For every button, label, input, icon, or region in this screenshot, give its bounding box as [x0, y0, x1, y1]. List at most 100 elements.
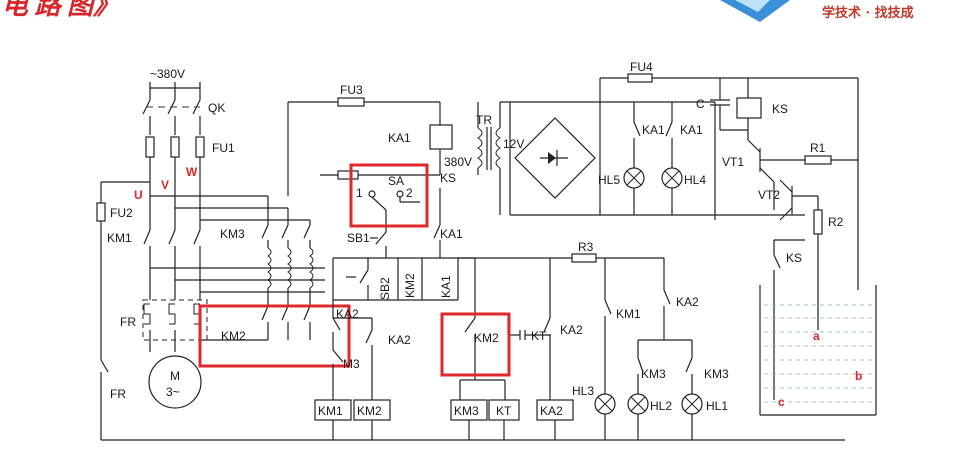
ka1-contact-upper-label: KA1 [440, 227, 463, 241]
ka1-contact-label: KA1 [439, 275, 453, 298]
sa-label: SA [388, 174, 404, 188]
brand-logo-shape [720, 0, 790, 22]
sb1-button [333, 231, 475, 259]
resistor-r1 [804, 155, 858, 165]
sb1-label: SB1 [347, 231, 370, 245]
vt2-label: VT2 [758, 188, 780, 202]
coil-km2 [353, 399, 391, 440]
lamp-hl2-label: HL2 [650, 399, 672, 413]
km2-contact-label: KM2 [403, 273, 417, 298]
km2-nc-label: KM2 [474, 331, 499, 345]
phase-v-label: V [161, 178, 169, 192]
diagram-title: 电 路 图》 [2, 0, 119, 20]
fu2-fuse [96, 181, 150, 360]
tr-secondary-label: 12V [503, 137, 524, 151]
ka1-contact-upper [433, 188, 441, 258]
km3-a-label: KM3 [641, 367, 666, 381]
coil-km1-label: KM1 [318, 404, 343, 418]
km3-main-contacts [261, 224, 314, 306]
vt1-label: VT1 [722, 155, 744, 169]
ka1-coil [429, 124, 453, 150]
qk-label: QK [208, 101, 225, 115]
km1-contact-label: KM1 [616, 307, 641, 321]
branch-wires [150, 195, 325, 293]
sb2-label: SB2 [378, 277, 392, 300]
ka2-nc-left-label: KA2 [336, 307, 359, 321]
ka2-b-label: KA2 [560, 323, 583, 337]
km3-b-label: KM3 [704, 367, 729, 381]
fu1-label: FU1 [212, 141, 235, 155]
highlight-km2-main [198, 304, 351, 368]
km3-contact-label: M3 [343, 357, 360, 371]
coil-km2-label: KM2 [357, 404, 382, 418]
start-parallel-block [332, 258, 459, 318]
fr-label: FR [120, 315, 136, 329]
lamp-hl1-label: HL1 [706, 399, 728, 413]
km3-label: KM3 [220, 227, 245, 241]
ka1-coil-label: KA1 [388, 131, 411, 145]
fr-overload [142, 299, 208, 352]
transistor-vt1 [747, 139, 805, 210]
highlight-km2-nc [440, 312, 511, 377]
lamp-hl4-label: HL4 [684, 173, 706, 187]
transistor-vt2 [779, 179, 819, 221]
fu1-fuses [145, 136, 205, 230]
coil-km3-label: KM3 [454, 404, 479, 418]
kt-contact-label: KT [531, 329, 547, 343]
highlight-sa [349, 163, 429, 228]
sa-pos2-label: 2 [406, 186, 413, 200]
phase-w-label: W [186, 165, 198, 179]
transformer-tr [477, 101, 600, 215]
coil-kt [488, 399, 520, 440]
km3-kt-branch [458, 257, 551, 400]
phase-u-label: U [134, 188, 143, 202]
fu2-label: FU2 [110, 206, 133, 220]
km2-main-contacts [200, 305, 311, 341]
km1-km2-branch [332, 317, 373, 400]
lamp-hl3 [594, 393, 616, 415]
ks-probe-contact [773, 239, 805, 400]
tr-primary-label: 380V [444, 155, 472, 169]
km2-label: KM2 [221, 329, 246, 343]
probe-c-label: c [778, 395, 785, 409]
supply-bus [149, 82, 201, 100]
brand-slogan: 学技术 · 找技成 [822, 5, 914, 21]
qk-switch [142, 99, 201, 135]
coil-kt-label: KT [496, 404, 512, 418]
lamp-hl2 [627, 393, 649, 415]
motor-symbol [148, 355, 202, 409]
sa-pos1-label: 1 [356, 186, 363, 200]
fu4-label: FU4 [630, 60, 653, 74]
ka2-c-label: KA2 [676, 295, 699, 309]
tr-label: TR [476, 113, 492, 127]
ks-contact-label: KS [440, 171, 456, 185]
control-top-rail [287, 97, 441, 196]
fu3-label: FU3 [340, 83, 363, 97]
supply-voltage: ~380V [150, 67, 185, 81]
coil-km3 [450, 399, 488, 440]
r2-label: R2 [828, 215, 844, 229]
sa-selector [320, 170, 440, 232]
fr-nc-contact [100, 359, 845, 441]
ka1-a-label: KA1 [642, 123, 665, 137]
ka1-electronic-contacts [633, 102, 673, 215]
ks-relay-coil [736, 78, 762, 140]
probe-a-label: a [813, 329, 820, 343]
capacitor-label: C [696, 97, 705, 111]
lamp-branches [550, 253, 693, 440]
lamp-hl5-label: HL5 [598, 173, 620, 187]
coil-ka2 [536, 399, 574, 440]
lamp-hl1 [681, 393, 703, 415]
fr-contact-label: FR [110, 387, 126, 401]
ks-probe-label: KS [786, 251, 802, 265]
motor-label: M [170, 369, 180, 383]
r3-label: R3 [578, 240, 594, 254]
resistor-r2 [813, 209, 823, 330]
km1-label: KM1 [107, 231, 132, 245]
ks-relay-label: KS [772, 102, 788, 116]
capacitor-c [710, 78, 748, 131]
km1-main-contacts [143, 229, 201, 300]
motor-phase-label: 3~ [166, 385, 180, 399]
ka2-a-label: KA2 [388, 333, 411, 347]
